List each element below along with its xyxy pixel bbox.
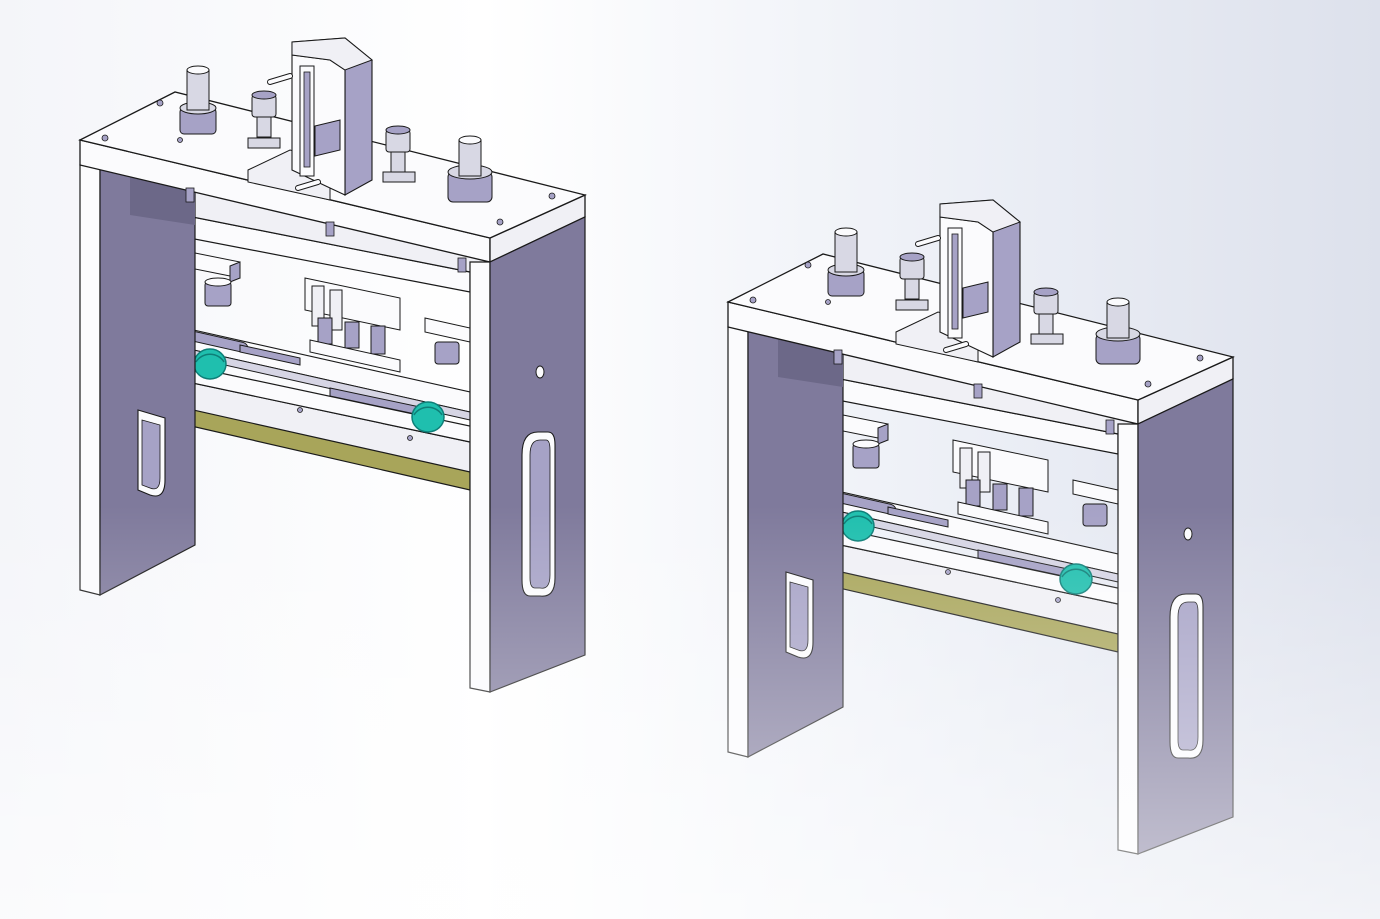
fixture-left[interactable] bbox=[80, 38, 585, 692]
fixture-right[interactable] bbox=[728, 200, 1233, 854]
